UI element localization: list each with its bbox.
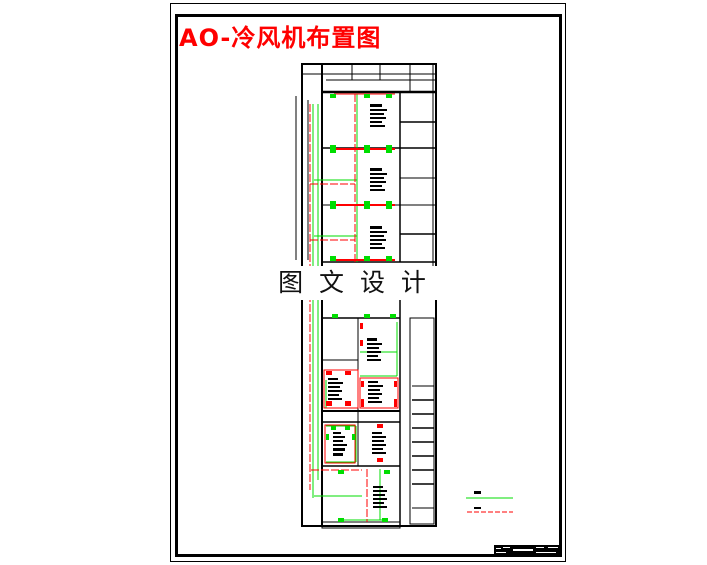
legend bbox=[466, 491, 513, 513]
sheet-outer-border bbox=[170, 3, 566, 562]
drawing-title: AO-冷风机布置图 bbox=[179, 24, 382, 52]
pipe-runs bbox=[309, 93, 399, 522]
legend-label-return bbox=[474, 507, 481, 509]
annotation-blocks bbox=[328, 104, 387, 508]
legend-label-supply bbox=[474, 491, 481, 494]
title-block bbox=[494, 545, 561, 556]
watermark: 图 文 设 计 bbox=[264, 266, 444, 300]
sheet-inner-border bbox=[175, 14, 562, 557]
cooler-units-return bbox=[326, 323, 397, 462]
cooler-units bbox=[326, 94, 396, 522]
